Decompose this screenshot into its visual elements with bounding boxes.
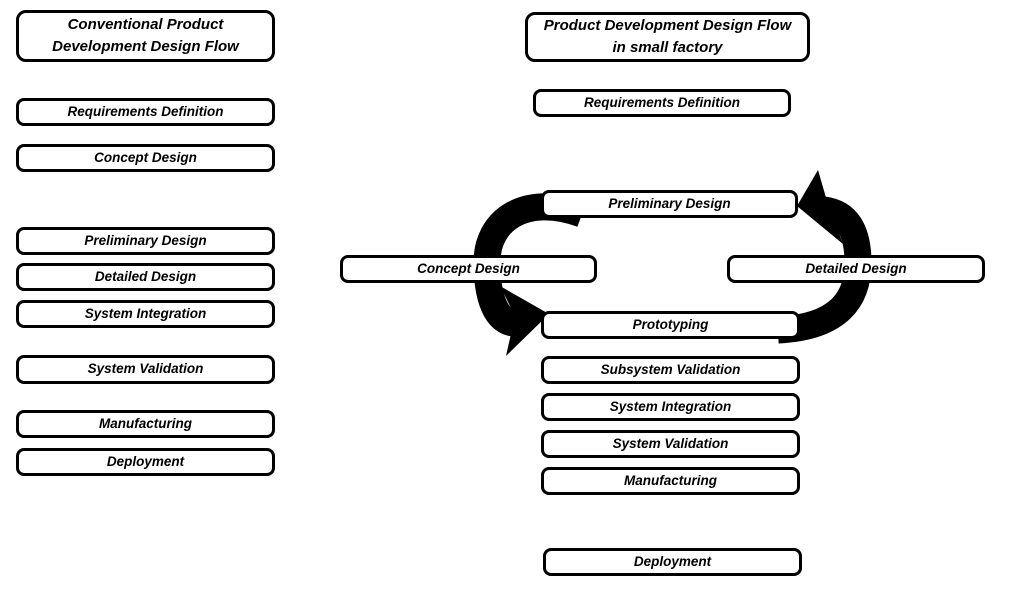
right-flow-title-box: Product Development Design Flow in small…: [525, 12, 810, 62]
left-step-system-validation: System Validation: [16, 355, 275, 384]
left-step-system-integration: System Integration: [16, 300, 275, 328]
step-label: Deployment: [106, 453, 185, 469]
right-step-requirements-definition: Requirements Definition: [533, 89, 791, 117]
left-step-preliminary-design: Preliminary Design: [16, 227, 275, 255]
step-label: Detailed Design: [94, 268, 197, 284]
left-step-detailed-design: Detailed Design: [16, 263, 275, 291]
step-label: Manufacturing: [624, 472, 717, 488]
cycle-step-prototyping: Prototyping: [541, 311, 800, 339]
left-step-deployment: Deployment: [16, 448, 275, 476]
left-step-requirements-definition: Requirements Definition: [16, 98, 275, 126]
right-step-system-validation: System Validation: [541, 430, 800, 458]
right-step-deployment: Deployment: [543, 548, 802, 576]
step-label: Concept Design: [94, 149, 197, 165]
step-label: Requirements Definition: [67, 103, 224, 119]
right-step-manufacturing: Manufacturing: [541, 467, 800, 495]
step-label: Preliminary Design: [84, 232, 207, 248]
cycle-step-detailed-design: Detailed Design: [727, 255, 985, 283]
step-label: System Integration: [84, 305, 207, 321]
right-flow-title-line2: in small factory: [612, 39, 723, 56]
step-label: Prototyping: [632, 316, 709, 332]
step-label: Manufacturing: [99, 415, 192, 431]
left-flow-title-box: Conventional Product Development Design …: [16, 10, 275, 62]
step-label: Subsystem Validation: [600, 361, 741, 377]
step-label: Deployment: [633, 553, 712, 569]
right-step-system-integration: System Integration: [541, 393, 800, 421]
step-label: Requirements Definition: [583, 94, 740, 110]
right-flow-title-line1: Product Development Design Flow: [543, 17, 792, 35]
left-flow-title-line1: Conventional Product: [67, 16, 224, 34]
left-step-concept-design: Concept Design: [16, 144, 275, 172]
curved-arrow-right-head-icon: [797, 170, 843, 244]
step-label: Preliminary Design: [608, 195, 731, 211]
right-step-subsystem-validation: Subsystem Validation: [541, 356, 800, 384]
left-flow-title-line2: Development Design Flow: [52, 38, 239, 55]
cycle-step-concept-design: Concept Design: [340, 255, 597, 283]
left-step-manufacturing: Manufacturing: [16, 410, 275, 438]
step-label: Detailed Design: [805, 260, 907, 276]
cycle-step-preliminary-design: Preliminary Design: [541, 190, 798, 218]
step-label: System Integration: [609, 398, 732, 414]
step-label: System Validation: [612, 435, 729, 451]
step-label: Concept Design: [417, 260, 520, 276]
step-label: System Validation: [87, 361, 204, 377]
